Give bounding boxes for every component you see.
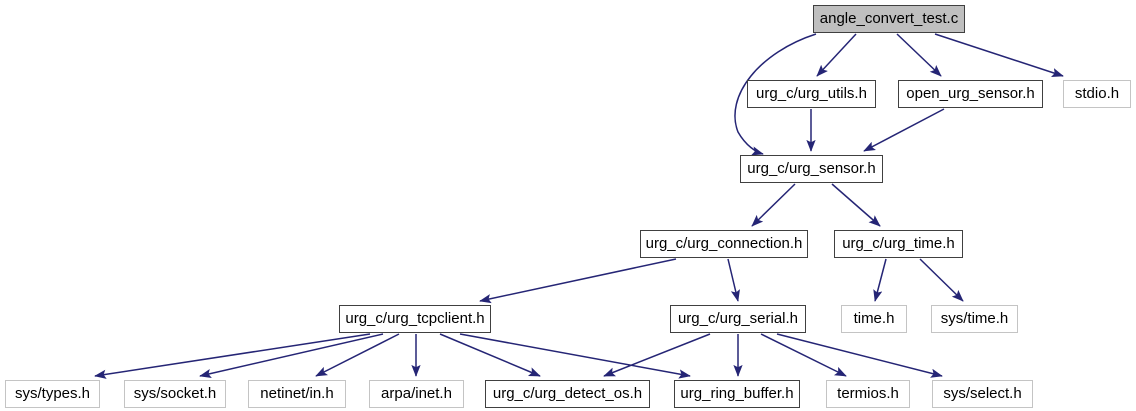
graph-node-label: open_urg_sensor.h (906, 85, 1035, 102)
graph-node-label: urg_c/urg_detect_os.h (492, 385, 643, 402)
graph-node-urg_time_h[interactable]: urg_c/urg_time.h (834, 230, 963, 258)
graph-node-label: urg_c/urg_sensor.h (747, 160, 876, 177)
graph-node-urg_connection_h[interactable]: urg_c/urg_connection.h (640, 230, 808, 258)
edge-urg_serial_h-to-termios_h (760, 333, 847, 377)
graph-node-label: time.h (853, 310, 895, 327)
edge-urg_time_h-to-time_h (873, 258, 887, 302)
graph-node-label: arpa/inet.h (381, 385, 452, 402)
graph-node-urg_detect_os_h[interactable]: urg_c/urg_detect_os.h (485, 380, 650, 408)
graph-node-urg_utils_h[interactable]: urg_c/urg_utils.h (747, 80, 876, 108)
edge-urg_tcpclient_h-to-urg_ring_buffer_h (459, 333, 691, 379)
edge-urg_serial_h-to-urg_detect_os_h (603, 333, 711, 377)
graph-node-label: angle_convert_test.c (819, 10, 959, 27)
graph-node-termios_h[interactable]: termios.h (826, 380, 910, 408)
edge-angle_convert_test_c-to-open_urg_sensor_h (896, 33, 942, 77)
edge-urg_tcpclient_h-to-sys_types_h (94, 333, 371, 379)
graph-node-label: stdio.h (1074, 85, 1120, 102)
graph-node-open_urg_sensor_h[interactable]: open_urg_sensor.h (898, 80, 1043, 108)
graph-node-netinet_in_h[interactable]: netinet/in.h (248, 380, 346, 408)
graph-node-stdio_h[interactable]: stdio.h (1063, 80, 1131, 108)
graph-node-label: sys/socket.h (133, 385, 217, 402)
edge-urg_connection_h-to-urg_tcpclient_h (479, 258, 677, 304)
graph-node-arpa_inet_h[interactable]: arpa/inet.h (369, 380, 464, 408)
graph-node-sys_select_h[interactable]: sys/select.h (932, 380, 1033, 408)
graph-node-label: termios.h (837, 385, 899, 402)
edge-urg_tcpclient_h-to-sys_socket_h (199, 333, 384, 379)
graph-node-sys_types_h[interactable]: sys/types.h (5, 380, 100, 408)
graph-node-label: sys/types.h (14, 385, 91, 402)
edge-urg_connection_h-to-urg_serial_h (727, 258, 740, 302)
graph-node-label: urg_c/urg_serial.h (677, 310, 799, 327)
edge-urg_sensor_h-to-urg_time_h (831, 183, 881, 227)
edge-angle_convert_test_c-to-urg_utils_h (816, 33, 857, 77)
edge-angle_convert_test_c-to-urg_sensor_h (734, 33, 817, 156)
edge-urg_serial_h-to-sys_select_h (776, 333, 943, 378)
edge-angle_convert_test_c-to-stdio_h (934, 33, 1064, 77)
edge-open_urg_sensor_h-to-urg_sensor_h (863, 108, 945, 152)
graph-node-sys_socket_h[interactable]: sys/socket.h (124, 380, 226, 408)
graph-node-label: urg_c/urg_tcpclient.h (345, 310, 485, 327)
graph-node-label: netinet/in.h (260, 385, 334, 402)
graph-node-label: urg_c/urg_time.h (842, 235, 955, 252)
graph-node-label: urg_c/urg_connection.h (645, 235, 803, 252)
edge-urg_tcpclient_h-to-netinet_in_h (315, 333, 400, 377)
graph-node-sys_time_h[interactable]: sys/time.h (931, 305, 1018, 333)
graph-node-urg_serial_h[interactable]: urg_c/urg_serial.h (670, 305, 806, 333)
graph-node-time_h[interactable]: time.h (841, 305, 907, 333)
graph-node-label: urg_c/urg_utils.h (756, 85, 867, 102)
edge-urg_sensor_h-to-urg_connection_h (751, 183, 796, 227)
graph-node-urg_ring_buffer_h[interactable]: urg_ring_buffer.h (674, 380, 800, 408)
edge-urg_tcpclient_h-to-urg_detect_os_h (439, 333, 541, 377)
graph-node-urg_sensor_h[interactable]: urg_c/urg_sensor.h (740, 155, 883, 183)
graph-node-label: sys/time.h (940, 310, 1009, 327)
edge-urg_time_h-to-sys_time_h (919, 258, 964, 302)
graph-node-urg_tcpclient_h[interactable]: urg_c/urg_tcpclient.h (339, 305, 491, 333)
graph-node-label: urg_ring_buffer.h (680, 385, 794, 402)
graph-node-angle_convert_test_c[interactable]: angle_convert_test.c (813, 5, 965, 33)
graph-node-label: sys/select.h (943, 385, 1022, 402)
